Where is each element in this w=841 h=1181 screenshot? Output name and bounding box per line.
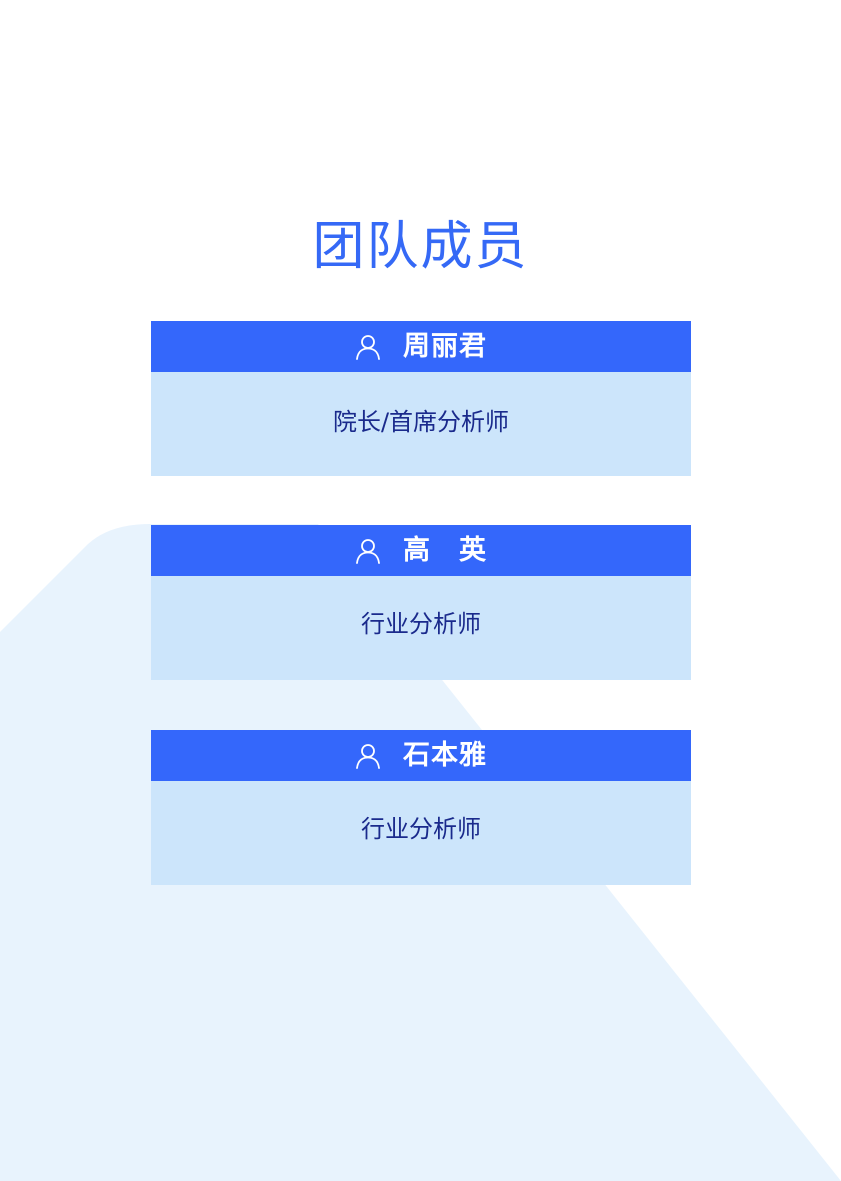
member-card-body: 行业分析师: [151, 781, 691, 885]
member-name: 高 英: [403, 535, 487, 566]
member-card-header: 石本雅: [151, 730, 691, 781]
member-card-body: 行业分析师: [151, 576, 691, 680]
member-card-header: 高 英: [151, 525, 691, 576]
user-icon: [355, 743, 381, 769]
member-name: 周丽君: [403, 331, 487, 362]
user-icon: [355, 334, 381, 360]
member-role: 行业分析师: [361, 815, 481, 843]
member-card-body: 院长/首席分析师: [151, 372, 691, 476]
page-title: 团队成员: [312, 217, 529, 277]
member-card: 周丽君 院长/首席分析师: [151, 321, 691, 476]
member-role: 院长/首席分析师: [332, 408, 510, 436]
member-card: 高 英 行业分析师: [151, 525, 691, 680]
member-card: 石本雅 行业分析师: [151, 730, 691, 885]
member-card-header: 周丽君: [151, 321, 691, 372]
member-role: 行业分析师: [361, 610, 481, 638]
member-name: 石本雅: [403, 740, 487, 771]
user-icon: [355, 538, 381, 564]
